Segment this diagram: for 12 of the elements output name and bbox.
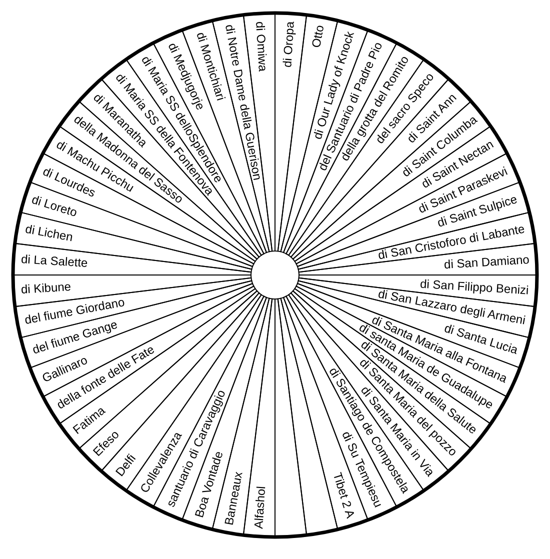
sector-label: Otto bbox=[310, 24, 327, 49]
sector-label: Alfashol bbox=[253, 485, 269, 529]
sector-label: Tibet 2 A bbox=[330, 470, 357, 520]
sector-label: di Oropa bbox=[281, 21, 297, 68]
sector-label: di San Filippo Benizi bbox=[419, 277, 529, 297]
sector-label: di Loreto bbox=[30, 193, 79, 220]
sector-label: di San Damiano bbox=[443, 253, 530, 272]
sector-label: di Lichen bbox=[24, 222, 74, 244]
sector-label: Banneaux bbox=[222, 470, 246, 526]
sector-label: di Kibune bbox=[21, 280, 72, 297]
sector-label: di La Salette bbox=[21, 253, 88, 270]
sector-label: di Omiwa bbox=[253, 21, 270, 72]
